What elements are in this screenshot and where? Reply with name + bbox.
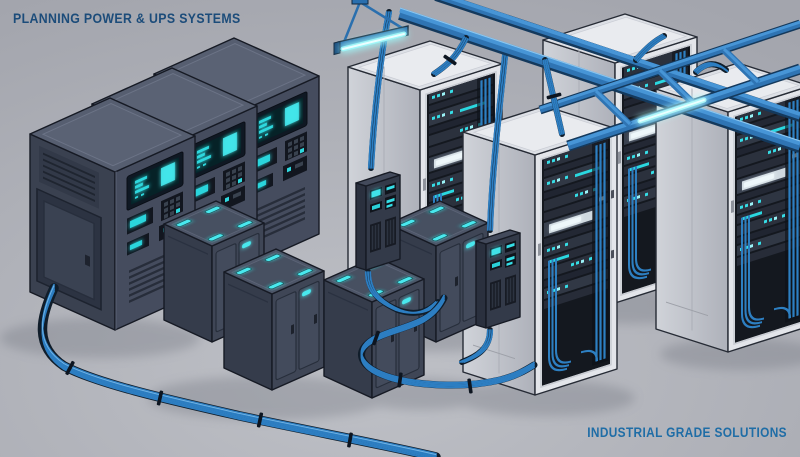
pdu-panel-1: [356, 172, 400, 270]
tray-light-tube: [637, 97, 707, 124]
tray-rungs: [593, 47, 761, 128]
page-tagline: INDUSTRIAL GRADE SOLUTIONS: [587, 425, 787, 440]
cable-tray-ladder: [538, 19, 800, 152]
pendant-light: [333, 0, 409, 56]
pdu-panel-2: [476, 230, 520, 328]
page-title: PLANNING POWER & UPS SYSTEMS: [13, 10, 241, 26]
battery-cabinet-2: [224, 249, 324, 390]
